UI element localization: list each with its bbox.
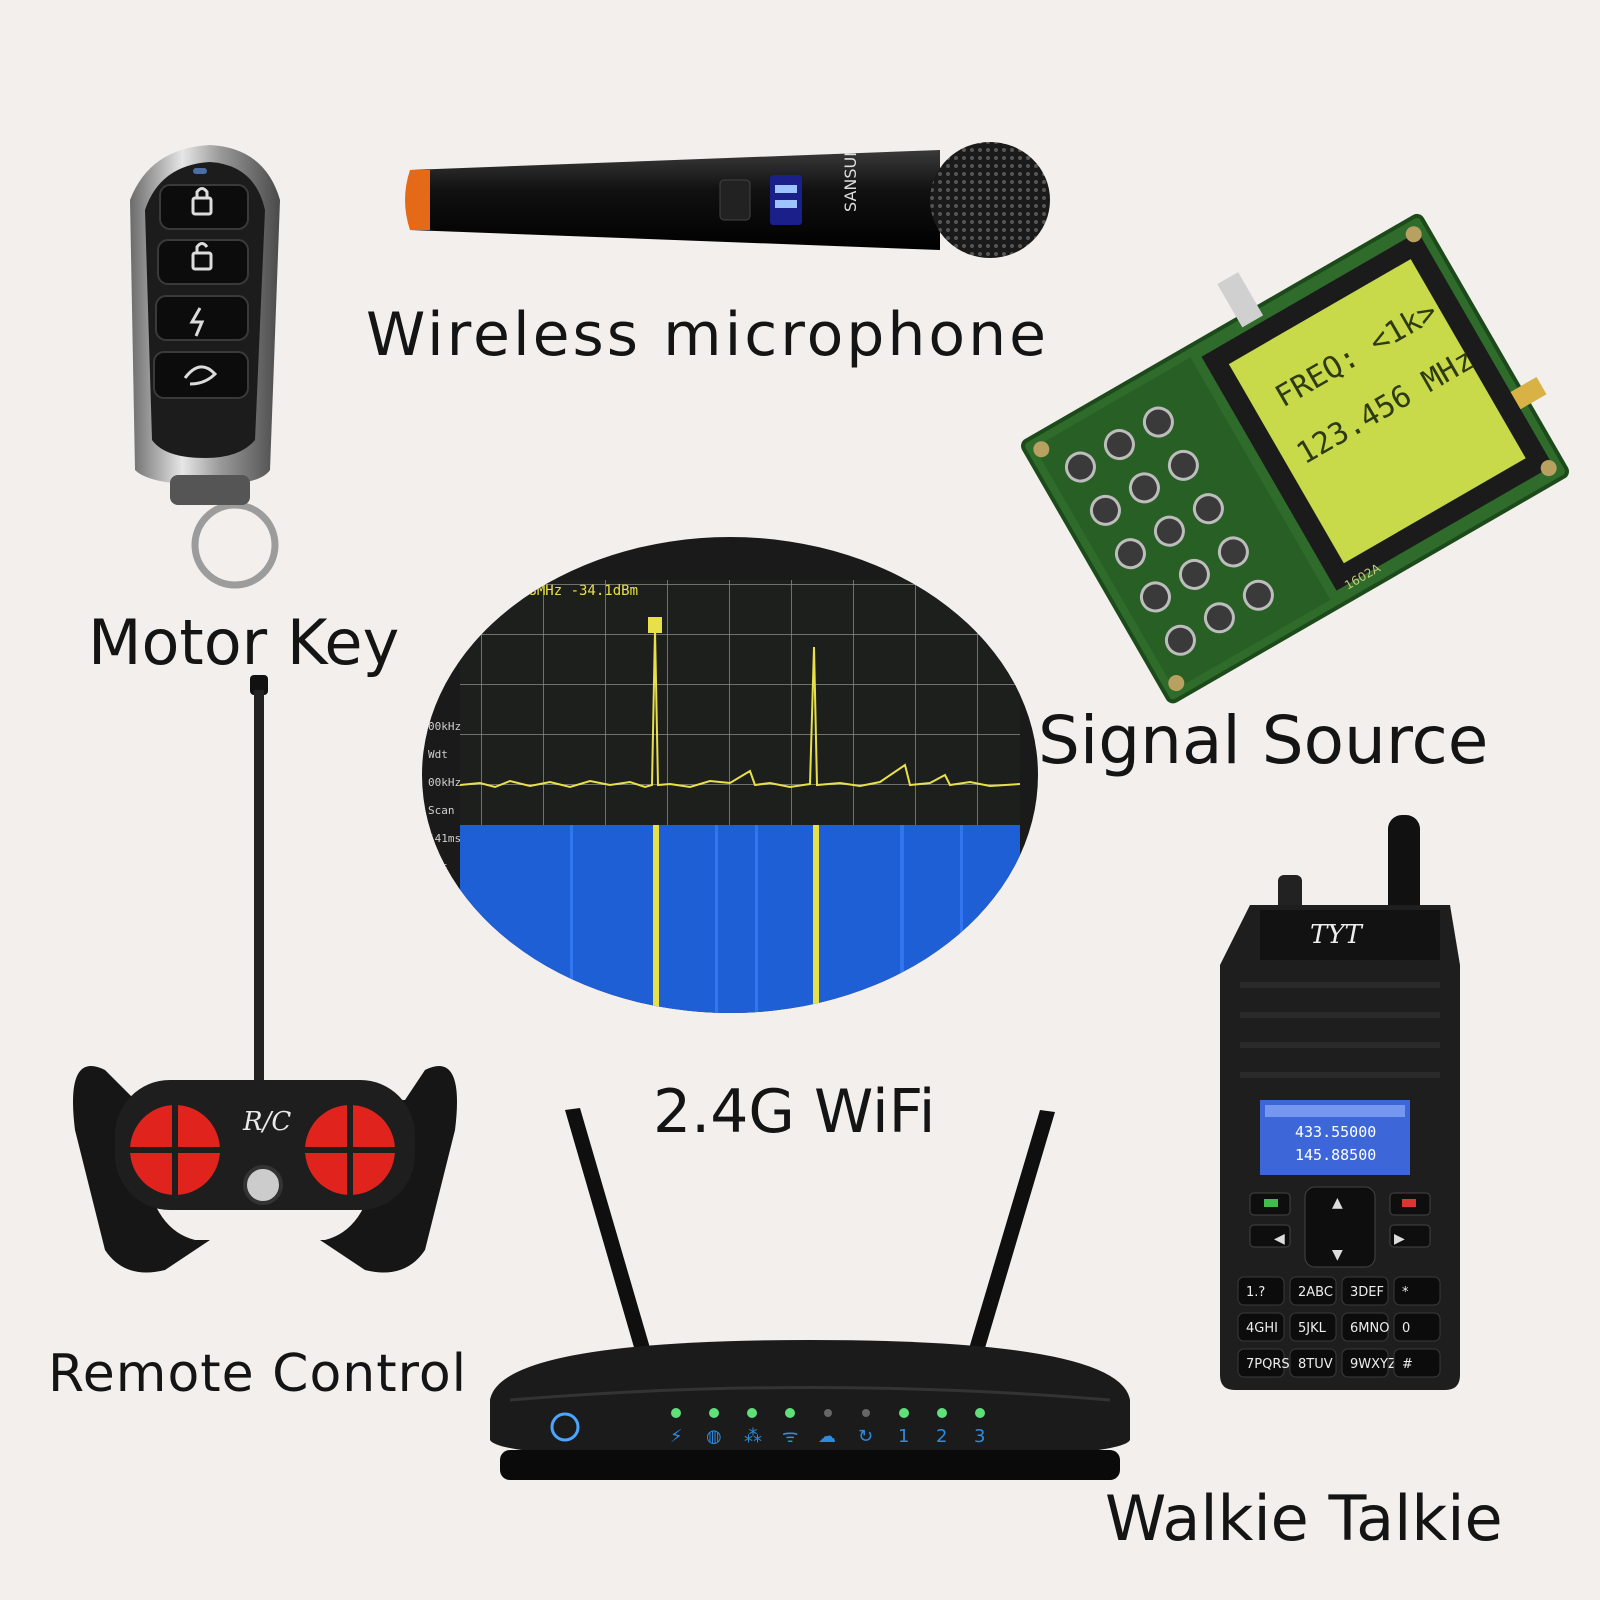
keypad-key xyxy=(1289,1348,1337,1378)
keypad-key xyxy=(1341,1348,1389,1378)
keypad-key-label: 4GHI xyxy=(1246,1321,1278,1336)
keypad-key-label: # xyxy=(1402,1357,1413,1372)
spectrum-trace xyxy=(459,629,1021,789)
keypad-key-label: 5JKL xyxy=(1298,1321,1327,1336)
keypad-key xyxy=(1237,1276,1285,1306)
lan-icon: ⁂ xyxy=(744,1426,762,1447)
trim-knob xyxy=(243,1165,283,1205)
unlock-button xyxy=(157,239,249,285)
svg-text:◀: ◀ xyxy=(1274,1231,1285,1247)
remote-control-caption: Remote Control xyxy=(48,1344,468,1404)
panic-button xyxy=(153,351,249,399)
keypad-key-label: 3DEF xyxy=(1350,1285,1384,1300)
svg-text:▲: ▲ xyxy=(1332,1195,1343,1211)
keypad-key-label: 2ABC xyxy=(1298,1285,1333,1300)
keypad-key xyxy=(1341,1276,1389,1306)
lock-icon xyxy=(191,196,213,216)
walkie-talkie-image: TYT 433.55000 145.88500 ▲ ▼ ◀ ▶ 1.? 2ABC 3DEF… xyxy=(1220,815,1460,1390)
wireless-microphone-caption: Wireless microphone xyxy=(366,300,1050,370)
wireless-microphone-image: SANSUI xyxy=(405,142,1050,258)
keypad-key xyxy=(1393,1276,1441,1306)
microphone-brand: SANSUI xyxy=(841,152,860,212)
horn-icon xyxy=(183,365,218,386)
rc-label: R/C xyxy=(242,1107,291,1137)
keypad-key xyxy=(1393,1312,1441,1342)
spectrum-side-label: 00kHz xyxy=(428,776,461,789)
keypad-key xyxy=(1393,1348,1441,1378)
keypad-key-label: 1.? xyxy=(1246,1285,1265,1300)
walkie-freq-a: 433.55000 xyxy=(1295,1123,1376,1141)
signal-source-image: FREQ: <1k> 123.456 MHz 1602A xyxy=(1021,213,1569,704)
remote-control-image: R/C xyxy=(73,675,457,1273)
keypad-key xyxy=(1237,1348,1285,1378)
cloud-icon: ☁ xyxy=(818,1426,836,1447)
walkie-brand: TYT xyxy=(1310,920,1364,950)
keypad-key xyxy=(1289,1276,1337,1306)
keypad-key-label: * xyxy=(1402,1285,1409,1300)
spectrum-side-label: Scan xyxy=(428,804,455,817)
power-icon xyxy=(550,1412,580,1442)
keypad-key xyxy=(1289,1312,1337,1342)
trunk-button xyxy=(155,295,249,341)
spectrum-side-label: 141ms xyxy=(428,832,461,845)
keypad-key xyxy=(1341,1312,1389,1342)
motor-key-caption: Motor Key xyxy=(88,606,400,679)
motor-key-image xyxy=(130,145,280,589)
globe-icon: ◍ xyxy=(706,1426,722,1447)
keypad-key-label: 8TUV xyxy=(1298,1357,1333,1372)
keypad-key-label: 9WXYZ xyxy=(1350,1357,1397,1372)
svg-text:▶: ▶ xyxy=(1394,1231,1405,1247)
wifi-icon: ᯤ xyxy=(782,1426,798,1447)
keypad-key-label: 0 xyxy=(1402,1321,1410,1336)
refresh-icon: ↻ xyxy=(858,1426,873,1447)
wifi-caption: 2.4G WiFi xyxy=(653,1077,936,1147)
keypad-key-label: 6MNO xyxy=(1350,1321,1389,1336)
lightning-icon xyxy=(189,307,205,337)
port-3-label: 3 xyxy=(974,1426,985,1447)
svg-text:▼: ▼ xyxy=(1332,1247,1343,1263)
spectrum-side-label: Wdt xyxy=(428,748,448,761)
spectrum-side-label: 00kHz xyxy=(428,720,461,733)
walkie-talkie-caption: Walkie Talkie xyxy=(1105,1482,1503,1555)
walkie-freq-b: 145.88500 xyxy=(1295,1146,1376,1164)
spectrum-display-image: 08MHz -34.1dBm 00kHzWdt00kHzScan141msrms… xyxy=(422,537,1038,1013)
signal-source-caption: Signal Source xyxy=(1038,702,1489,779)
power-status-icon: ⚡ xyxy=(670,1426,683,1447)
keypad-key xyxy=(1237,1312,1285,1342)
unlock-icon xyxy=(191,251,213,271)
port-2-label: 2 xyxy=(936,1426,947,1447)
keypad-key-label: 7PQRS xyxy=(1246,1357,1290,1372)
lock-button xyxy=(159,184,249,230)
spectrum-header: 08MHz -34.1dBm xyxy=(520,583,638,599)
wifi-router-image: ⚡ ◍ ⁂ ᯤ ☁ ↻ 1 2 3 xyxy=(490,1108,1130,1480)
port-1-label: 1 xyxy=(898,1426,909,1447)
